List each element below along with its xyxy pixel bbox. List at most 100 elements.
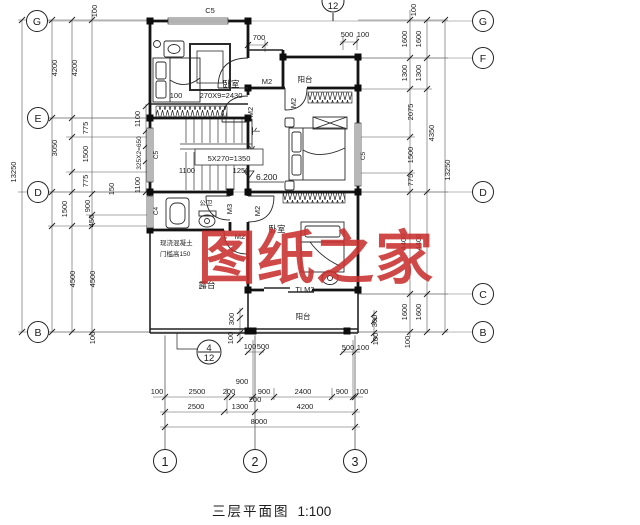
column-squares [146,17,362,335]
dim-200-r1: 200 [223,387,236,396]
dim-100-bottom-left: 100 [88,332,97,345]
door-m2-bedroom3 [247,195,275,223]
dim-200-r2: 200 [249,395,262,404]
dim-900-left: 900 [83,200,92,213]
window-c5-left [146,127,154,183]
door-m3-bath [205,195,231,221]
dim-150-left: 150 [107,183,116,196]
stair-run-label-box [194,148,264,166]
dimension-ticks [18,16,449,431]
note-tread: 270X9=2430 [200,91,243,100]
dim-1500-a: 1500 [81,146,90,163]
section-top-label: 12 [328,1,339,12]
dim-1600-c: 1600 [400,304,409,321]
axis-label-2: 2 [252,455,259,469]
axis-bubble-labels: G E D B G F D C B 1 2 3 12 4 12 [33,1,487,469]
room-balcony-top-label: 阳台 [298,74,313,84]
section-marker-bottom [176,333,222,365]
dim-100-r1a: 100 [151,387,164,396]
note-threshold: 门槛高150 [160,249,191,258]
window-c5-top [167,17,229,25]
axis-label-d-right: D [479,187,487,199]
dim-775-right: 775 [406,174,415,187]
dims-left: 13250 4200 4200 100 3050 775 1500 775 15… [9,5,160,345]
dim-900-r1c: 900 [336,387,349,396]
section-den-label: 12 [204,353,215,364]
axis-label-d-left: D [34,187,42,199]
tag-c5-stair: C5 [153,150,160,159]
grid-axis-lines [47,20,473,450]
plan-labels: 卧室 阳台 卧室 阳台 露台 公卫 下 M2 M2 M2 M2 M2 M3 TL… [160,74,315,321]
dim-300-mid: 300 [227,313,236,326]
room-terrace-label: 露台 [198,280,215,290]
dim-100-p1: 100 [244,342,257,351]
dims-top-bottom: C5 700 500 100 300 100 100 500 500 100 1… [151,6,370,426]
dim-900-r1b: 900 [258,387,271,396]
tag-m3: M3 [225,204,234,214]
dim-500-p1: 500 [257,342,270,351]
tag-c5-right: C5 [360,151,367,160]
axis-label-e-left: E [34,113,41,125]
dim-1500-b: 1500 [60,201,69,218]
section-num-label: 4 [206,343,211,354]
dim-2400-r1: 2400 [295,387,312,396]
window-c5-right [354,122,362,187]
dim-2500-r2: 2500 [188,402,205,411]
dim-100-top-left: 100 [90,5,99,18]
dim-300-right: 300 [370,315,379,328]
dim-100-tread: 100 [170,91,183,100]
drawing-title-text: 三层平面图 [212,504,290,519]
drawing-scale: 1:100 [297,504,332,519]
level-marker [243,170,284,183]
dim-1100-a: 1100 [133,111,142,127]
dim-325x2: 325X2=650 [136,136,143,170]
dim-1300-r2: 1300 [232,402,249,411]
axis-label-b-left: B [34,327,41,339]
dim-100-right-b: 100 [403,336,412,349]
room-bedroom3-label: 卧室 [268,224,286,234]
room-bathroom-label: 公卫 [200,199,214,207]
room-bedroom1-label: 卧室 [222,79,240,89]
basin-bedroom1 [153,40,185,58]
dim-775-b: 775 [81,175,90,188]
hatch-bands [155,91,353,204]
dim-2500-r1: 2500 [189,387,206,396]
room-balcony-bottom-label: 阳台 [296,311,311,321]
tag-tlm2: TLM2 [295,285,314,294]
dims-right: 100 1600 1600 1300 1300 2075 4350 1500 7… [360,4,452,349]
dim-700-top: 700 [253,33,266,42]
tag-c4-bath: C4 [153,206,160,215]
dim-4200-b: 4200 [70,60,79,77]
dim-2075: 2075 [406,104,415,121]
door-m2-balcony-top [284,87,308,111]
bed-bedroom3 [300,221,345,285]
dim-13250-left: 13250 [9,162,18,183]
dim-1250-stair: 1250 [233,166,250,175]
furniture [152,40,348,285]
dim-775-a: 775 [81,122,90,135]
axis-label-g-right: G [479,16,487,28]
dim-450-left: 450 [87,215,96,228]
dim-100-top: 100 [357,30,370,39]
axis-label-b-right: B [479,327,486,339]
dim-1100-b: 1100 [133,177,142,193]
axis-label-f-right: F [480,53,486,65]
note-stair-run: 5X270=1350 [208,154,251,163]
dim-100-p2: 100 [357,343,370,352]
bed-bedroom2 [284,116,348,191]
tag-m2-1: M2 [262,77,272,86]
dim-1500-right: 1500 [406,147,415,164]
dim-500-p2: 500 [342,343,355,352]
dim-4500-a: 4500 [68,271,77,288]
bathtub [165,197,190,229]
dim-4500-b: 4500 [88,271,97,288]
dim-500-top: 500 [341,30,354,39]
dim-1300-a: 1300 [400,65,409,82]
dim-100-top-right: 100 [409,4,418,17]
section-marker-top [321,0,345,21]
dim-4200-a: 4200 [50,60,59,77]
dim-3050: 3050 [50,140,59,157]
dim-4200-r2: 4200 [297,402,314,411]
